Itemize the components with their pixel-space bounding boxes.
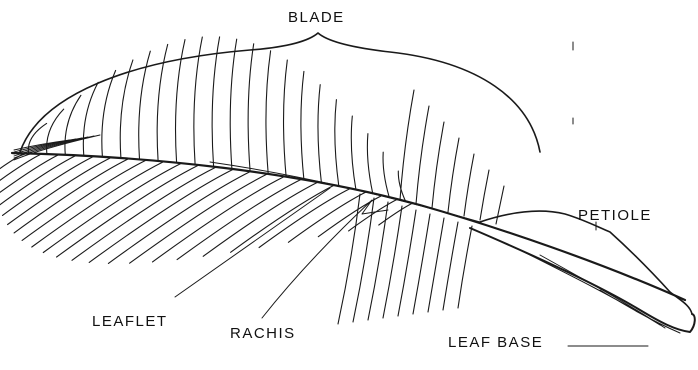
upper-leaflet bbox=[65, 95, 81, 155]
upper-leaflet bbox=[230, 39, 236, 169]
lower-leaflet bbox=[0, 155, 76, 206]
upper-leaflet bbox=[448, 138, 459, 212]
upper-leaflet bbox=[318, 85, 321, 183]
petiole-outline bbox=[480, 211, 692, 314]
lower-leaflet bbox=[203, 182, 318, 256]
lower-leaflet bbox=[458, 226, 472, 308]
lower-leaflet bbox=[383, 206, 402, 318]
lower-leaflet bbox=[57, 165, 199, 257]
upper-leaflet bbox=[266, 51, 271, 174]
lower-leaflet bbox=[259, 188, 350, 247]
lower-leaflet bbox=[14, 159, 129, 233]
leaflet-label: LEAFLET bbox=[92, 313, 168, 330]
upper-leaflet bbox=[367, 134, 372, 194]
lower-leaflet bbox=[108, 171, 250, 263]
petiole-label: PETIOLE bbox=[578, 207, 652, 224]
leaflet-leader-line bbox=[175, 188, 330, 297]
lower-leaflet bbox=[43, 163, 181, 252]
upper-leaflet bbox=[432, 122, 444, 208]
blade-bracket bbox=[20, 33, 540, 152]
upper-leaflet bbox=[351, 116, 356, 189]
leaf-base-label: LEAF BASE bbox=[448, 334, 543, 351]
upper-leaflet bbox=[400, 90, 414, 200]
upper-leaflets bbox=[14, 37, 504, 224]
rachis bbox=[12, 153, 685, 300]
lower-leaflet bbox=[231, 185, 335, 252]
upper-leaflet bbox=[212, 37, 219, 167]
lower-leaflet bbox=[177, 179, 301, 259]
lower-leaflets bbox=[0, 153, 472, 324]
upper-leaflet bbox=[383, 152, 389, 197]
upper-leaflet bbox=[496, 186, 504, 224]
leaf-base-shading bbox=[520, 250, 680, 333]
lower-leaflet bbox=[32, 162, 164, 248]
lower-leaflet bbox=[3, 156, 94, 215]
lower-leaflet bbox=[130, 174, 268, 263]
lower-leaflet bbox=[72, 167, 216, 260]
upper-leaflet bbox=[83, 82, 98, 155]
upper-leaflet bbox=[464, 154, 474, 216]
upper-leaflet bbox=[480, 170, 489, 220]
lower-leaflet bbox=[89, 169, 233, 262]
lower-leaflet bbox=[0, 154, 42, 186]
lower-leaflet bbox=[398, 210, 416, 316]
leaf-base-outline bbox=[470, 228, 695, 332]
blade-label: BLADE bbox=[288, 9, 345, 26]
lower-leaflet bbox=[428, 218, 444, 312]
upper-leaflet bbox=[284, 60, 288, 177]
upper-leaflet bbox=[102, 71, 116, 157]
lower-leaflet bbox=[443, 222, 458, 310]
upper-leaflet bbox=[335, 100, 339, 186]
lower-leaflet bbox=[413, 214, 430, 314]
rachis-label: RACHIS bbox=[230, 325, 296, 342]
upper-leaflet bbox=[248, 44, 254, 172]
upper-leaflet bbox=[416, 106, 429, 204]
upper-leaflet bbox=[301, 71, 304, 179]
